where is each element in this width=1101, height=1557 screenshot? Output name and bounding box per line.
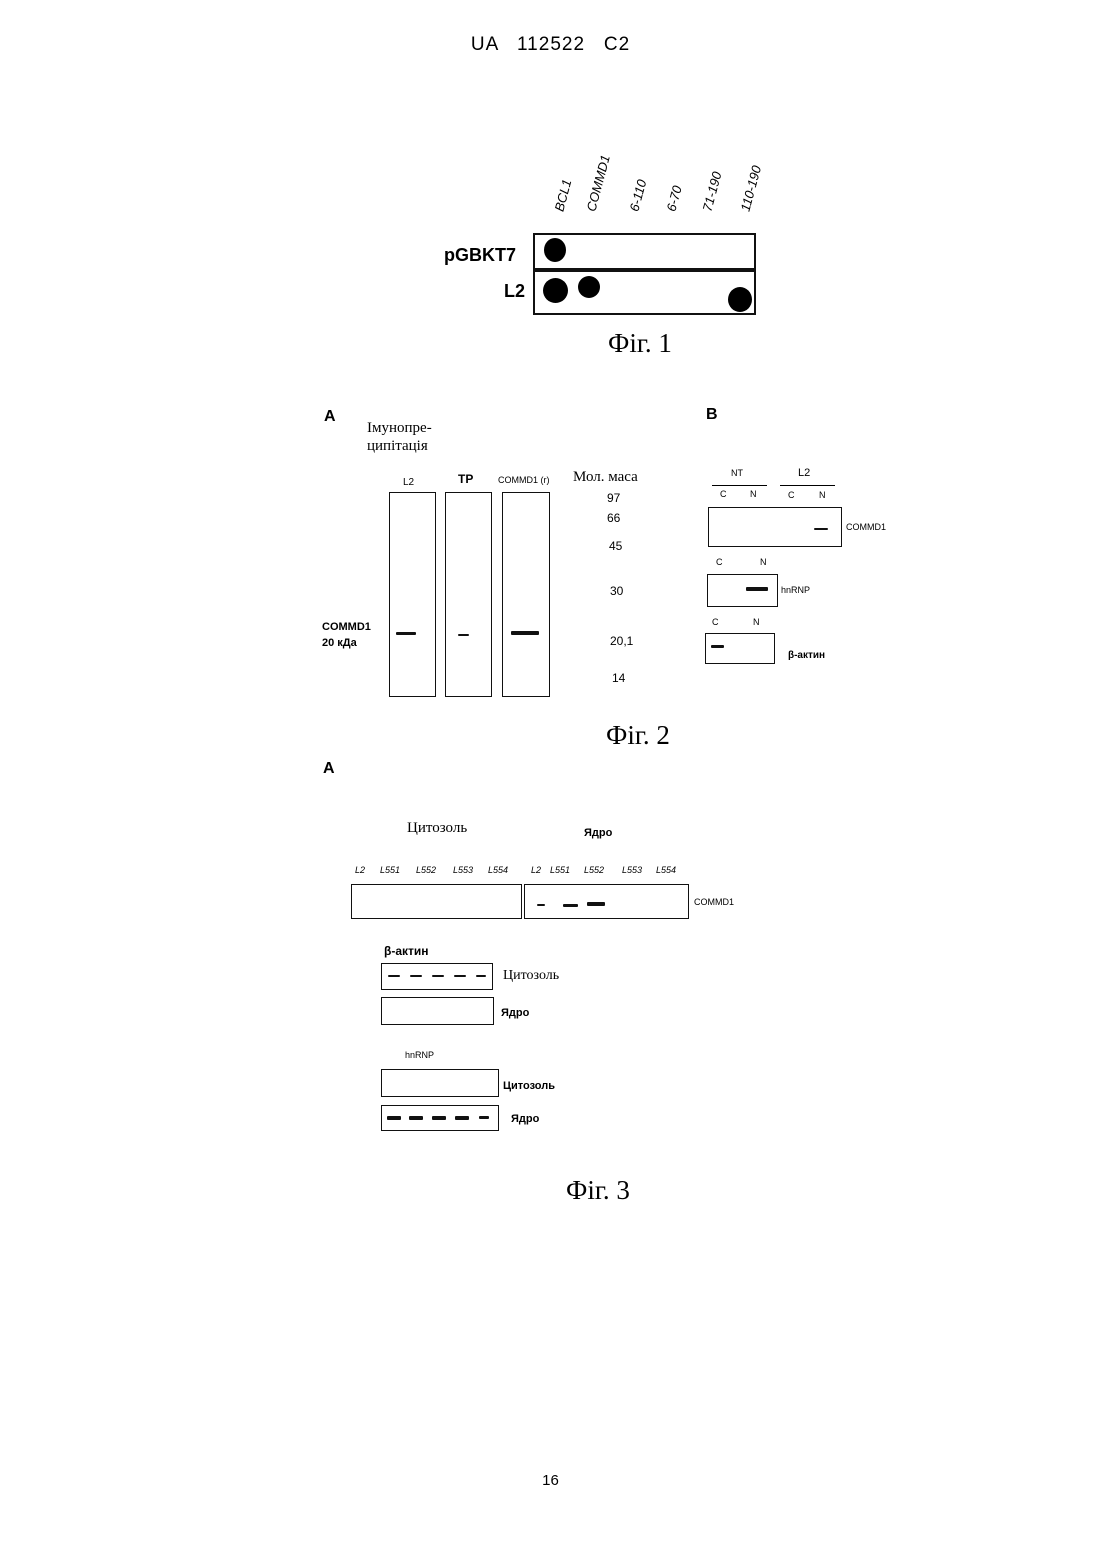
blot-label-beta-actin: β-актин (788, 650, 825, 661)
col-c: C (720, 489, 727, 499)
protein-band (537, 904, 545, 906)
protein-band (711, 645, 724, 648)
column-label-6-110: 6-110 (627, 178, 650, 213)
ip-label-line1: Імунопре- (367, 420, 432, 437)
protein-band (396, 632, 416, 635)
mw-marker: 45 (609, 539, 622, 553)
actin-nucleus-label: Ядро (501, 1007, 529, 1019)
protein-band (476, 975, 486, 977)
protein-band (814, 528, 828, 530)
protein-band (479, 1116, 489, 1119)
blot-nucleus-commd1 (524, 884, 689, 919)
figure-3-caption: Фіг. 3 (566, 1175, 630, 1206)
lane-label: L552 (416, 865, 436, 875)
protein-band (432, 1116, 446, 1120)
lane-label: L554 (656, 865, 676, 875)
blot-actin-nucleus (381, 997, 494, 1025)
figure-2-caption: Фіг. 2 (606, 720, 670, 751)
hnrnp-nucleus-label: Ядро (511, 1113, 539, 1125)
blot-hnrnp-cytosol (381, 1069, 499, 1097)
column-label-71-190: 71-190 (700, 170, 725, 213)
hnrnp-cytosol-label: Цитозоль (503, 1080, 555, 1092)
document-id: UA 112522 C2 (0, 34, 1101, 56)
western-blot-lane (389, 492, 436, 697)
mw-marker: 66 (607, 511, 620, 525)
western-blot-lane (445, 492, 492, 697)
column-label-commd1: COMMD1 (584, 153, 613, 213)
group-label-l2: L2 (798, 467, 810, 479)
beta-actin-title: β-актин (384, 944, 429, 958)
cytosol-header: Цитозоль (407, 820, 467, 837)
ip-label-line2: ципітація (367, 438, 428, 455)
actin-cytosol-label: Цитозоль (503, 968, 559, 984)
lane-label: L551 (550, 865, 570, 875)
pgbkt7-row-box (533, 233, 756, 270)
mw-marker: 20,1 (610, 634, 633, 648)
lane-label-commd1r: COMMD1 (r) (498, 475, 550, 485)
lane-label: L553 (453, 865, 473, 875)
protein-band (387, 1116, 401, 1120)
protein-band (410, 975, 422, 977)
lane-label-l2: L2 (403, 477, 414, 488)
spot (578, 276, 600, 298)
western-blot-lane (502, 492, 550, 697)
lane-label: L554 (488, 865, 508, 875)
mw-marker: 30 (610, 584, 623, 598)
protein-band (587, 902, 605, 906)
mw-title: Мол. маса (573, 469, 638, 486)
group-label-nt: NT (731, 468, 743, 478)
group-underline (712, 485, 767, 486)
mw-marker: 97 (607, 491, 620, 505)
spot (728, 287, 752, 312)
protein-band (746, 587, 768, 591)
blot-label-hnrnp: hnRNP (781, 585, 810, 595)
row-label-l2: L2 (504, 281, 525, 302)
protein-band (388, 975, 400, 977)
col-c: C (716, 557, 723, 567)
protein-band (432, 975, 444, 977)
protein-band (563, 904, 578, 907)
column-label-6-70: 6-70 (664, 184, 685, 213)
nucleus-header: Ядро (584, 827, 612, 839)
lane-label-tp: TP (458, 472, 473, 486)
group-underline (780, 485, 835, 486)
blot-cytosol-commd1 (351, 884, 522, 919)
figure-1-caption: Фіг. 1 (608, 328, 672, 359)
column-label-bcl1: BCL1 (552, 178, 575, 213)
column-label-110-190: 110-190 (738, 164, 765, 213)
col-n: N (750, 489, 757, 499)
blot-label-commd1: COMMD1 (846, 522, 886, 532)
panel-a-label: A (323, 760, 335, 778)
protein-band (511, 631, 539, 635)
panel-b-label: B (706, 406, 718, 424)
col-c: C (712, 617, 719, 627)
protein-band (409, 1116, 423, 1120)
panel-a-label: A (324, 408, 336, 426)
blot-beta-actin (705, 633, 775, 664)
lane-label: L553 (622, 865, 642, 875)
protein-band (458, 634, 469, 636)
row-label-pgbkt7: pGBKT7 (444, 245, 516, 266)
col-n: N (753, 617, 760, 627)
lane-label: L552 (584, 865, 604, 875)
col-c: C (788, 490, 795, 500)
page-number: 16 (0, 1472, 1101, 1489)
band-label-commd1: COMMD1 (322, 621, 371, 633)
protein-band (454, 975, 466, 977)
lane-label: L2 (355, 865, 365, 875)
protein-band (455, 1116, 469, 1120)
spot (544, 238, 566, 262)
lane-label: L2 (531, 865, 541, 875)
hnrnp-title: hnRNP (405, 1050, 434, 1060)
col-n: N (819, 490, 826, 500)
blot-commd1 (708, 507, 842, 547)
blot-label-commd1: COMMD1 (694, 897, 734, 907)
spot (543, 278, 568, 303)
band-label-20kda: 20 кДа (322, 637, 357, 649)
mw-marker: 14 (612, 671, 625, 685)
col-n: N (760, 557, 767, 567)
lane-label: L551 (380, 865, 400, 875)
